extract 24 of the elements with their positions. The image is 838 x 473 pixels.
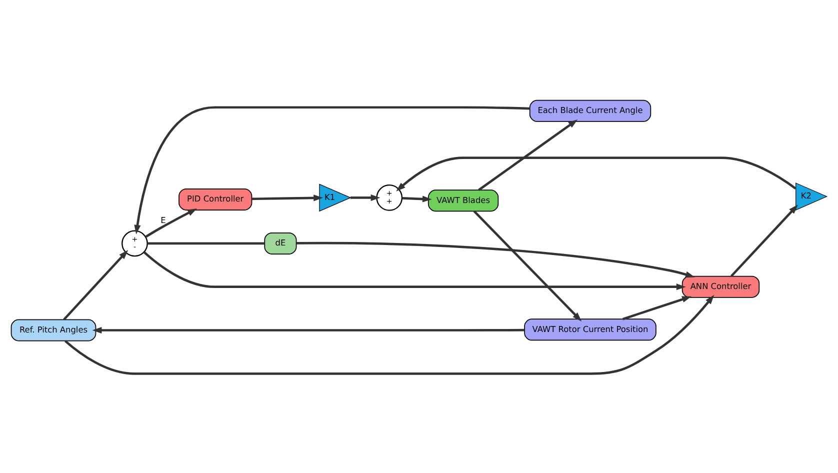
arrow	[145, 208, 198, 238]
node-box: dE	[264, 232, 297, 254]
arrow	[64, 294, 714, 374]
node-box: VAWT Blades	[428, 189, 499, 212]
node-box: PID Controller	[178, 188, 252, 210]
edge-label: E	[160, 214, 166, 225]
node-box: Ref. Pitch Angles	[10, 318, 96, 341]
arrow	[730, 204, 798, 276]
arrow	[473, 210, 582, 322]
arrow	[478, 118, 578, 190]
arrow	[252, 194, 323, 201]
arrow	[396, 156, 796, 191]
node-box: VAWT Rotor Current Position	[524, 318, 656, 340]
node-box: ANN Controller	[682, 275, 760, 298]
arrow	[296, 241, 695, 278]
arrow	[143, 250, 686, 290]
node-box: Each Blade Current Angle	[529, 99, 652, 122]
arrow	[622, 296, 692, 320]
arrow	[63, 249, 128, 320]
arrow	[402, 195, 432, 202]
connector	[147, 242, 265, 244]
arrow	[134, 106, 530, 234]
arrow	[92, 326, 525, 334]
arrow	[350, 194, 380, 200]
